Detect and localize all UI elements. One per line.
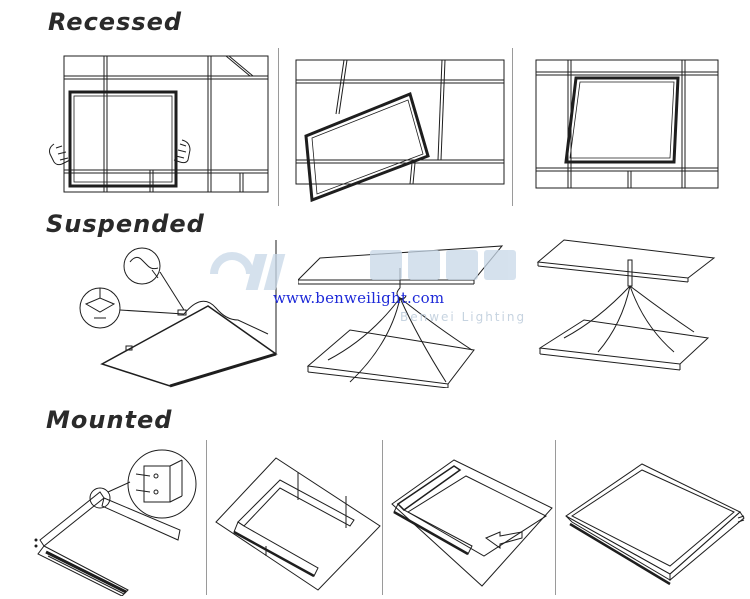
recessed-divider-2	[512, 48, 513, 206]
mounted-step4-illustration	[565, 463, 745, 586]
mounted-step1-illustration	[34, 449, 197, 596]
watermark-url: www.benweilight.com	[273, 289, 445, 307]
recessed-step2-illustration	[295, 59, 505, 203]
mounted-step3-illustration	[391, 459, 553, 587]
suspended-step2-illustration	[298, 245, 504, 388]
suspended-step3-illustration	[536, 239, 716, 371]
watermark-subtitle: Benwei Lighting	[400, 310, 527, 324]
watermark-logo	[210, 250, 516, 290]
recessed-title: Recessed	[48, 8, 183, 36]
mounted-divider-3	[555, 440, 556, 595]
mounted-title: Mounted	[46, 406, 173, 434]
mounted-divider-2	[382, 440, 383, 595]
recessed-step3-illustration	[535, 59, 719, 189]
suspended-title: Suspended	[46, 210, 205, 238]
mounted-divider-1	[206, 440, 207, 595]
recessed-step1-illustration	[49, 55, 269, 193]
recessed-divider-1	[278, 48, 279, 206]
mounted-step2-illustration	[215, 457, 381, 591]
suspended-step1-illustration	[79, 240, 278, 388]
